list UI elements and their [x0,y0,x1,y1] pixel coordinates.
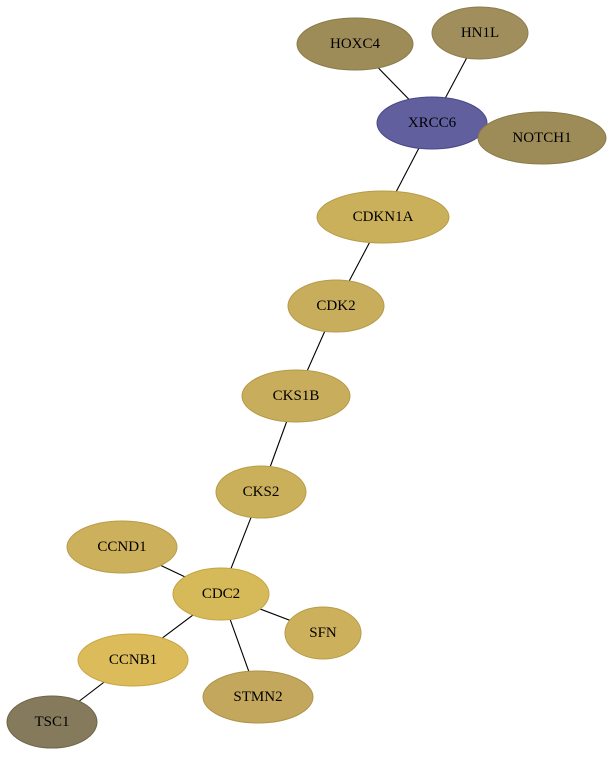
node-stmn2[interactable]: STMN2 [202,670,314,724]
node-ellipse[interactable] [477,111,607,165]
node-hn1l[interactable]: HN1L [431,6,529,60]
node-label: XRCC6 [408,115,457,131]
node-ellipse[interactable] [77,633,189,687]
node-cks1b[interactable]: CKS1B [241,369,351,423]
node-ellipse[interactable] [431,6,529,60]
node-label: HN1L [461,25,499,41]
node-label: CDK2 [316,298,355,314]
node-label: NOTCH1 [512,130,571,146]
node-notch1[interactable]: NOTCH1 [477,111,607,165]
node-cdc2[interactable]: CDC2 [172,567,270,621]
node-ellipse[interactable] [202,670,314,724]
node-ellipse[interactable] [296,17,414,71]
node-label: CDKN1A [353,209,414,225]
node-ellipse[interactable] [316,190,450,244]
node-xrcc6[interactable]: XRCC6 [376,96,488,150]
node-ellipse[interactable] [66,520,178,574]
node-ellipse[interactable] [287,279,385,333]
node-label: STMN2 [233,689,282,705]
node-label: CKS2 [243,484,280,500]
node-cdkn1a[interactable]: CDKN1A [316,190,450,244]
node-ccnb1[interactable]: CCNB1 [77,633,189,687]
node-tsc1[interactable]: TSC1 [6,695,98,749]
node-ellipse[interactable] [376,96,488,150]
node-label: CDC2 [202,586,240,602]
node-label: CCNB1 [109,652,157,668]
node-ellipse[interactable] [241,369,351,423]
node-ccnd1[interactable]: CCND1 [66,520,178,574]
node-ellipse[interactable] [284,606,362,660]
node-ellipse[interactable] [6,695,98,749]
node-label: TSC1 [34,714,69,730]
node-label: HOXC4 [330,36,381,52]
node-label: CCND1 [97,539,146,555]
node-sfn[interactable]: SFN [284,606,362,660]
node-label: SFN [309,625,337,641]
node-label: CKS1B [273,388,320,404]
node-cks2[interactable]: CKS2 [215,465,307,519]
node-ellipse[interactable] [172,567,270,621]
node-cdk2[interactable]: CDK2 [287,279,385,333]
node-ellipse[interactable] [215,465,307,519]
node-hoxc4[interactable]: HOXC4 [296,17,414,71]
